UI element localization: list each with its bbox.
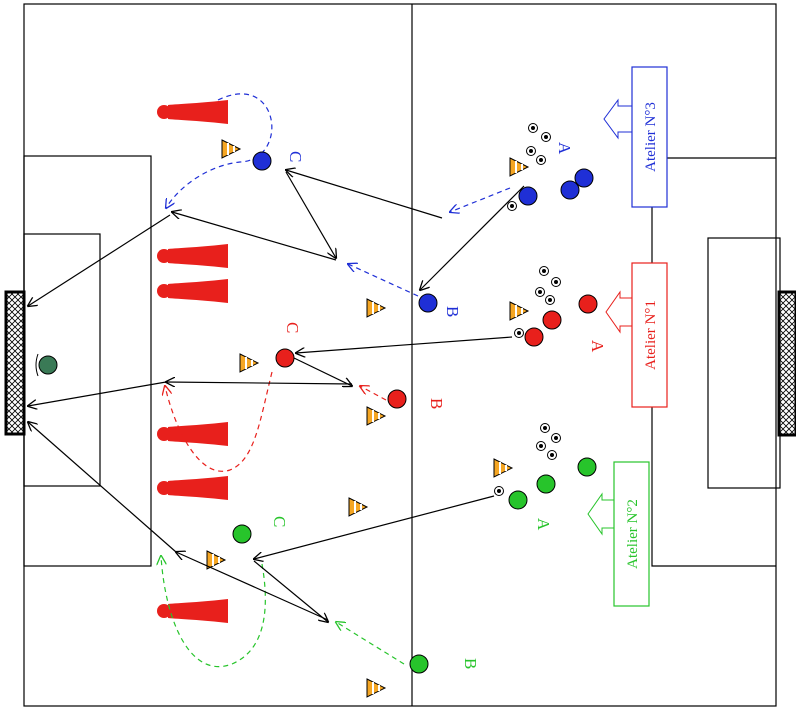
station-labels: C B A C B A C B A xyxy=(270,142,607,669)
players-green xyxy=(232,457,597,674)
dashed-runs xyxy=(161,93,511,668)
cone-5 xyxy=(366,406,386,426)
players-blue xyxy=(252,151,594,313)
mannequin-2 xyxy=(157,244,228,268)
red-label-a: A xyxy=(588,340,607,353)
right-goal-net xyxy=(777,290,796,437)
green-label-c: C xyxy=(270,516,289,527)
blue-label-b: B xyxy=(443,306,462,317)
mannequin-6 xyxy=(157,599,228,623)
blue-label-c: C xyxy=(286,151,305,162)
right-penalty-area xyxy=(651,157,776,567)
balls xyxy=(494,123,561,496)
players-red xyxy=(275,294,598,409)
cone-1 xyxy=(221,139,241,159)
workshop-1-label: Atelier N°1 xyxy=(643,300,659,370)
goalkeeper xyxy=(35,353,58,377)
cone-10 xyxy=(493,458,513,478)
cone-4 xyxy=(366,298,386,318)
pass-lines xyxy=(28,170,525,622)
red-label-b: B xyxy=(427,398,446,409)
left-goal-net xyxy=(4,290,26,436)
left-goal-area xyxy=(23,233,101,487)
cone-2 xyxy=(239,353,259,373)
cone-8 xyxy=(509,157,529,177)
mannequin-4 xyxy=(157,422,228,446)
blue-label-a: A xyxy=(555,142,574,155)
mannequin-5 xyxy=(157,476,228,500)
red-label-c: C xyxy=(283,322,302,333)
cone-3 xyxy=(206,550,226,570)
green-label-a: A xyxy=(534,518,553,531)
workshop-3-callout: Atelier N°3 xyxy=(603,66,668,208)
cone-7 xyxy=(366,678,386,698)
workshop-2-label: Atelier N°2 xyxy=(625,499,641,569)
cone-9 xyxy=(509,301,529,321)
mannequin-3 xyxy=(157,279,228,303)
green-label-b: B xyxy=(461,658,480,669)
mannequin-1 xyxy=(157,100,228,124)
workshop-2-callout: Atelier N°2 xyxy=(587,461,650,607)
cone-6 xyxy=(348,497,368,517)
right-goal-area xyxy=(707,237,781,489)
workshop-3-label: Atelier N°3 xyxy=(643,102,659,172)
workshop-1-callout: Atelier N°1 xyxy=(605,262,668,408)
